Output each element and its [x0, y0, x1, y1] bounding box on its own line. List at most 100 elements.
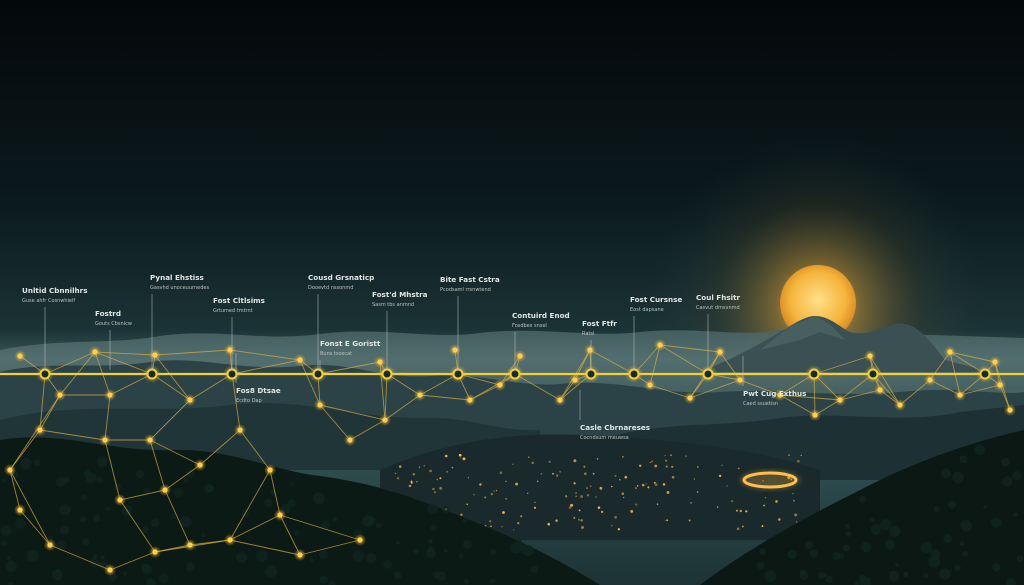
timeline-label-title: Fonst E Goristt [320, 339, 381, 348]
timeline-label-title: Fos8 Dtsae [236, 386, 281, 395]
network-node [162, 487, 168, 493]
city-light [416, 480, 418, 483]
timeline-label-subtitle: Eost dapsane [630, 307, 664, 313]
timeline-label-title: Contuird Enod [512, 311, 570, 320]
network-node [37, 427, 43, 433]
city-light [436, 478, 438, 481]
timeline-node [452, 368, 464, 380]
city-light [580, 519, 583, 522]
network-link [109, 551, 156, 571]
network-link [119, 489, 166, 501]
city-light [599, 486, 603, 490]
network-node [572, 377, 578, 383]
network-node [1007, 407, 1013, 413]
network-node [897, 402, 903, 408]
network-link [349, 419, 386, 441]
network-link [164, 489, 191, 546]
city-light [778, 518, 781, 521]
city-light [761, 525, 764, 528]
timeline-node [808, 368, 820, 380]
city-light [556, 475, 558, 477]
city-light [611, 485, 613, 488]
network-link [229, 514, 281, 541]
city-light [578, 518, 580, 521]
network-link [149, 439, 166, 491]
network-node [717, 349, 723, 355]
city-light [745, 510, 748, 513]
timeline-label-title: Fostrd [95, 309, 121, 318]
network-link [229, 469, 271, 541]
city-light [548, 460, 551, 463]
network-link [154, 354, 191, 401]
network-node [297, 552, 303, 558]
city-light [721, 464, 723, 466]
timeline-node [628, 368, 640, 380]
city-light [534, 501, 536, 503]
timeline-label-subtitle: Ecdto Dap [236, 398, 262, 404]
city-light [570, 503, 574, 507]
network-link [94, 351, 153, 375]
city-light [398, 465, 402, 468]
volcano-mountain [700, 316, 990, 372]
city-light [763, 504, 766, 507]
timeline-label-subtitle: Grtumed tmtrnt [213, 308, 253, 314]
timeline-label-title: Fost Cursnse [630, 295, 682, 304]
city-light [764, 496, 767, 499]
network-node [517, 353, 523, 359]
city-light [547, 522, 550, 526]
timeline-label-title: Coul Fhsitr [696, 293, 740, 302]
network-nodes [4, 339, 1016, 576]
network-node [152, 549, 158, 555]
city-light [512, 463, 514, 466]
timeline-label-subtitle: Gouts Cbsnicw [95, 321, 132, 327]
timeline-node [39, 368, 51, 380]
city-light [597, 506, 601, 510]
network-node [377, 359, 383, 365]
city-light [505, 498, 507, 500]
near-forest-right [700, 430, 1024, 585]
city-light [656, 503, 659, 505]
network-link [229, 349, 301, 361]
city-light [444, 454, 448, 458]
network-node [382, 417, 388, 423]
city-light [735, 509, 739, 512]
city-light [580, 495, 584, 498]
network-node [237, 427, 243, 433]
network-link [9, 469, 21, 511]
city-light [556, 474, 559, 477]
city-light [479, 483, 482, 486]
network-node [777, 392, 783, 398]
network-node [357, 537, 363, 543]
city-light [800, 454, 802, 457]
city-light [739, 509, 743, 513]
network-link [419, 394, 471, 401]
city-light [664, 454, 666, 457]
city-light [741, 525, 744, 528]
city-light [394, 472, 397, 475]
timeline-label-subtitle: Cocndsum meuwsa [580, 435, 629, 441]
city-light [697, 466, 699, 468]
network-node [997, 382, 1003, 388]
timeline-node [585, 368, 597, 380]
network-link [39, 373, 46, 431]
network-link [739, 379, 781, 396]
city-light [555, 519, 558, 522]
city-light [446, 470, 449, 473]
network-node [152, 352, 158, 358]
network-node [57, 392, 63, 398]
city-light [671, 465, 674, 468]
city-light [653, 481, 656, 484]
network-link [779, 394, 841, 401]
city-light [619, 479, 621, 481]
city-light [775, 500, 778, 503]
network-link [44, 351, 96, 375]
timeline-node [226, 368, 238, 380]
city-light [517, 521, 520, 525]
network-node [687, 395, 693, 401]
network-node [877, 387, 883, 393]
